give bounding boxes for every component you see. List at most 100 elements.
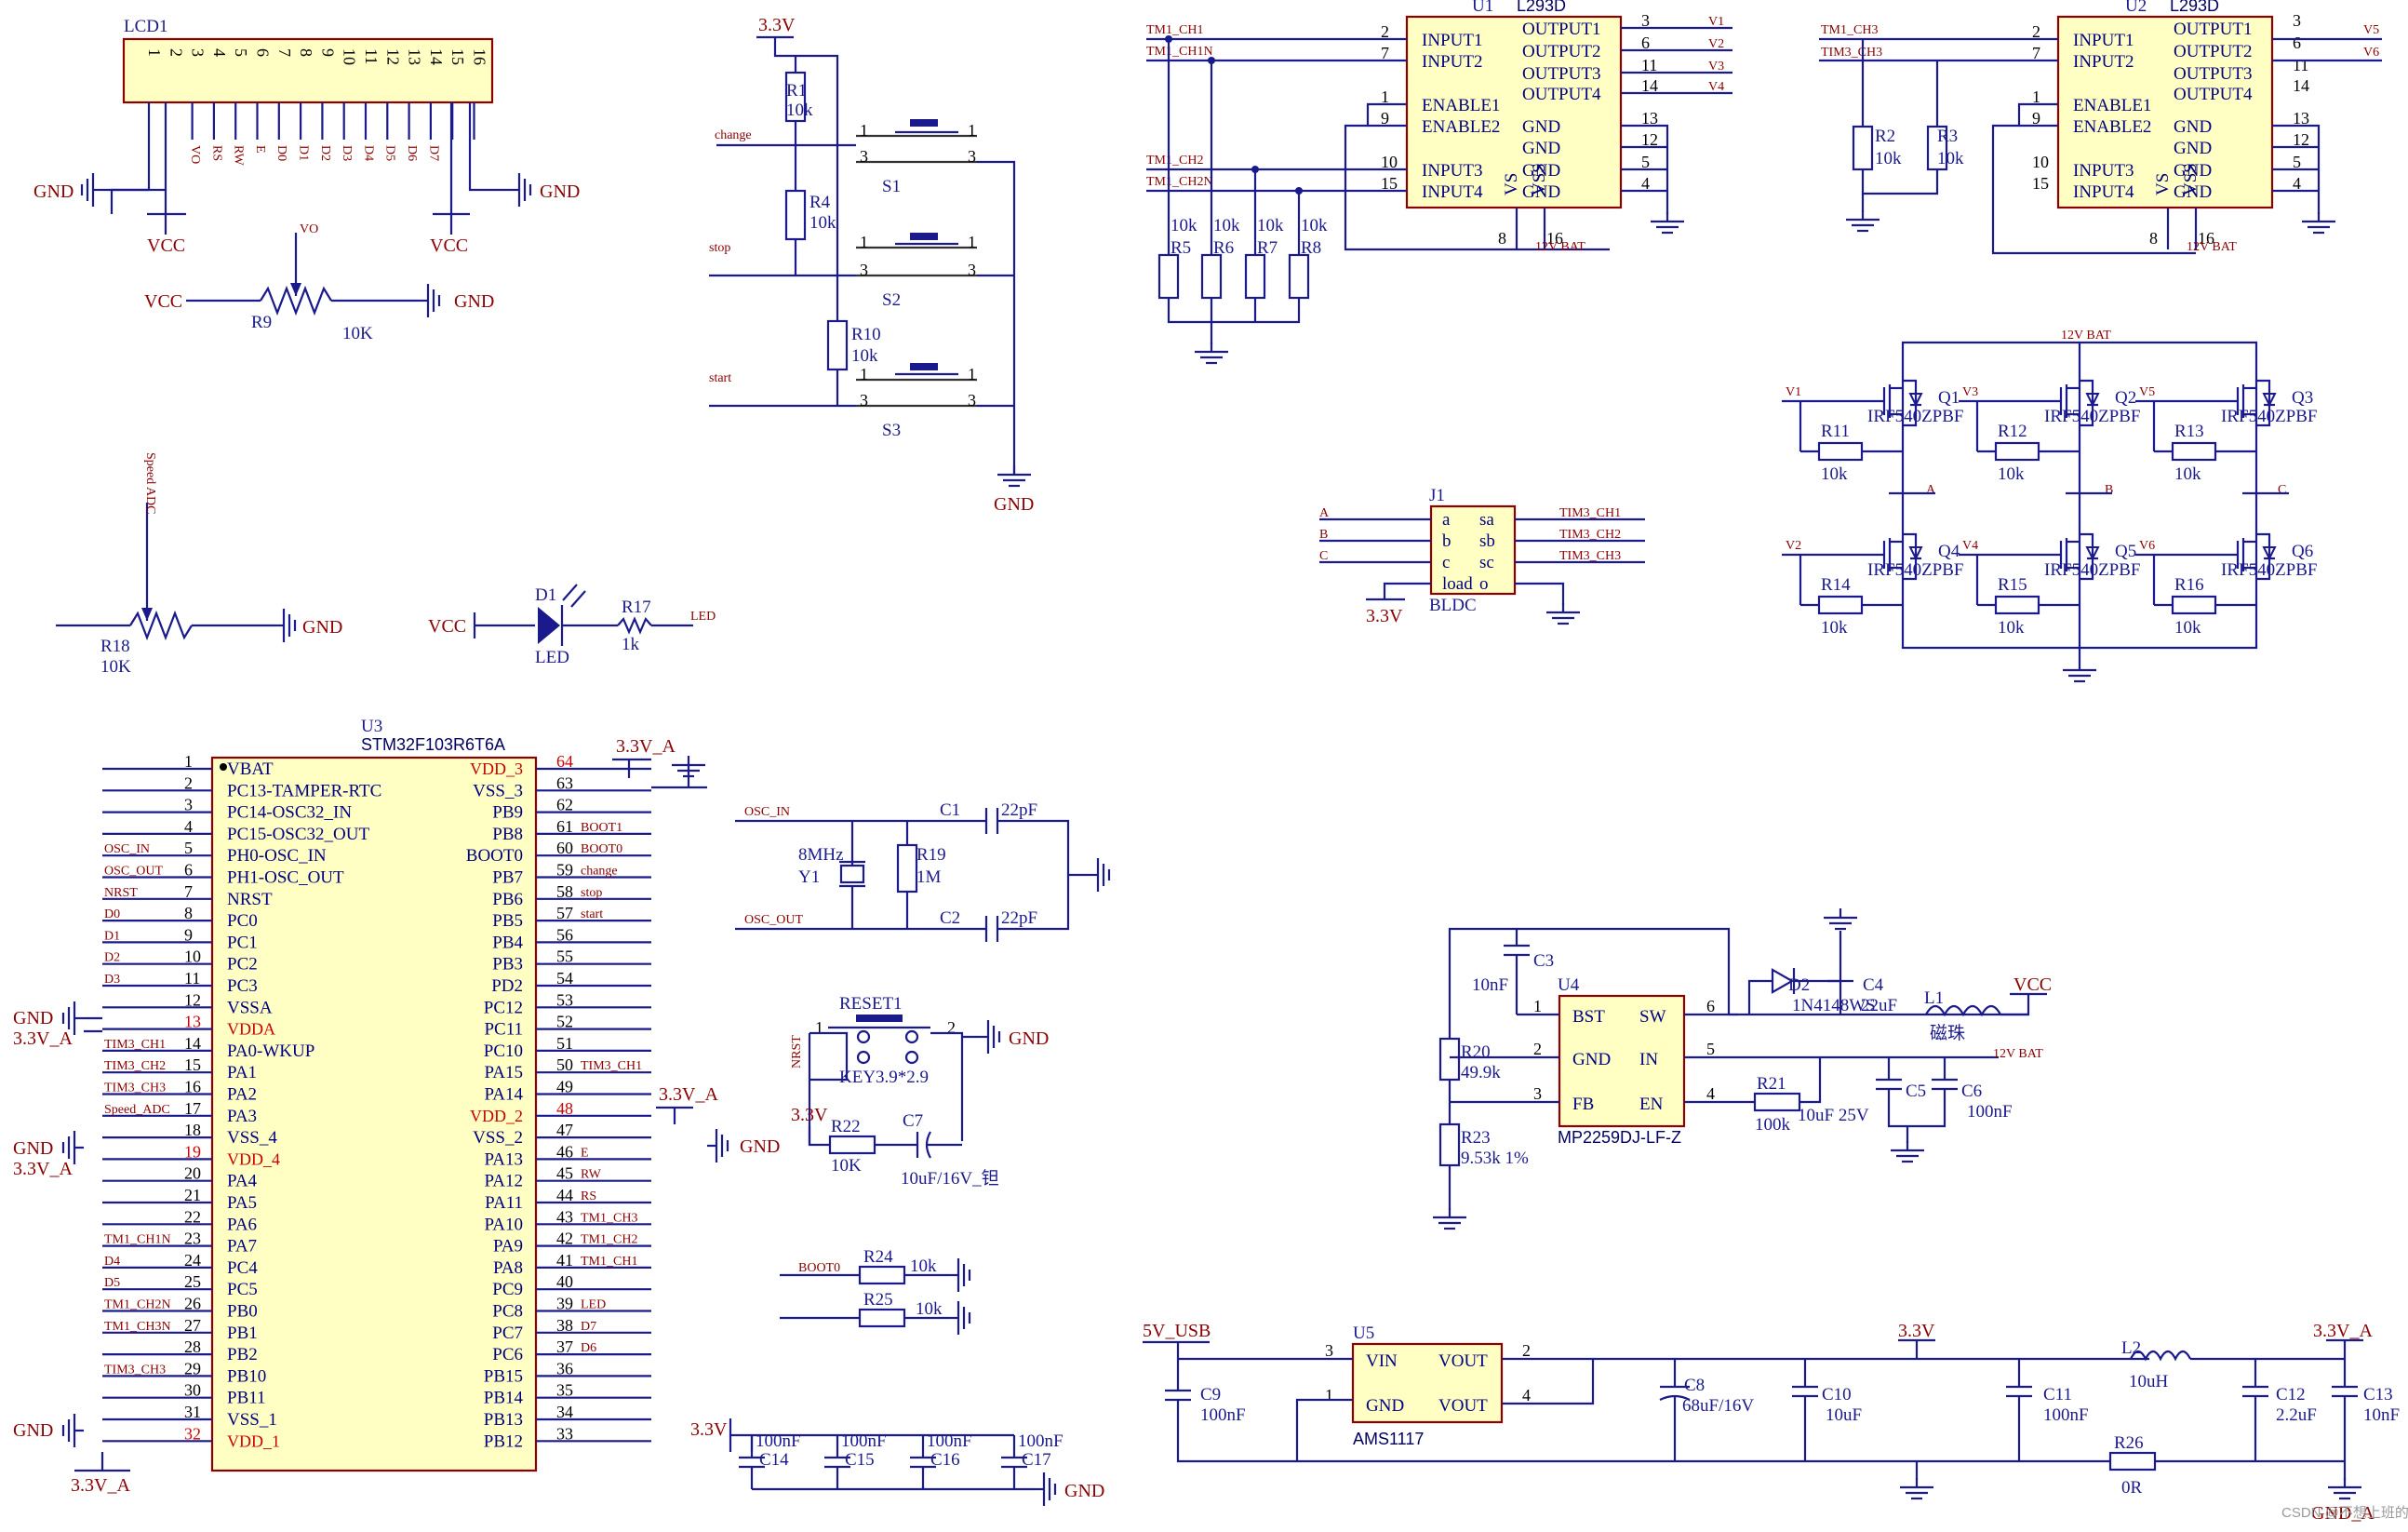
svg-text:37: 37 [556,1337,573,1356]
svg-text:5: 5 [1641,153,1650,171]
svg-text:3: 3 [1325,1341,1333,1360]
svg-text:13: 13 [1641,109,1658,128]
svg-text:13: 13 [2293,109,2309,128]
r17-val: 1k [622,635,640,654]
svg-text:63: 63 [556,773,573,792]
u2-ref: U2 [2125,0,2147,16]
u4-pin-gnd: GND [1572,1050,1611,1069]
svg-text:58: 58 [556,882,573,901]
svg-text:10k: 10k [1171,216,1197,235]
bridge-gate-4: V2 [1786,539,1801,553]
svg-text:53: 53 [556,990,573,1009]
u3-pin-64: VDD_3 [470,759,523,778]
lcd-pin-1: 1 [145,48,164,57]
svg-text:10k: 10k [2174,464,2201,484]
r3-ref: R3 [1937,127,1958,146]
svg-text:1: 1 [968,121,976,140]
svg-text:GND: GND [2174,161,2212,181]
svg-text:TM1_CH2: TM1_CH2 [581,1233,637,1247]
u5-usb: 5V_USB [1143,1321,1211,1341]
svg-text:1: 1 [1325,1386,1333,1404]
c3-val: 10nF [1472,975,1508,995]
svg-text:6: 6 [184,861,193,880]
u3-pin-17: PA3 [227,1107,257,1126]
u2-bat: 12V BAT [2187,240,2237,254]
svg-text:61: 61 [556,817,573,836]
svg-text:5: 5 [184,839,193,857]
svg-text:IRF540ZPBF: IRF540ZPBF [2221,560,2317,580]
u3-pin-8: PC0 [227,911,258,931]
svg-text:60: 60 [556,839,573,857]
svg-text:17: 17 [184,1099,201,1118]
svg-text:16: 16 [2198,229,2214,248]
u3-part: STM32F103R6T6A [361,735,505,754]
reset-ref: RESET1 [839,994,903,1014]
u3-pin-10: PC2 [227,955,258,974]
svg-text:D5: D5 [104,1276,120,1290]
u1-out-2: V2 [1708,37,1724,51]
u3-pin-46: PA13 [484,1149,523,1169]
svg-text:1: 1 [184,752,193,771]
svg-text:10k: 10k [1213,216,1240,235]
u1-l293d: U1 L293D INPUT12INPUT27ENABLE11ENABLE29I… [1146,0,1732,365]
svg-text:1: 1 [1533,997,1542,1015]
u3-pin-56: PB4 [492,933,523,952]
l1-ref: L1 [1924,988,1944,1008]
r21-ref: R21 [1757,1074,1786,1094]
svg-text:sa: sa [1479,510,1494,530]
u3-pin-3: PC14-OSC32_IN [227,803,352,823]
svg-text:10k: 10k [1998,464,2025,484]
u4-vcc: VCC [2013,974,2052,995]
svg-text:10: 10 [2032,153,2049,171]
svg-text:TM1_CH2N: TM1_CH2N [104,1298,171,1312]
r23-val: 9.53k 1% [1461,1149,1529,1168]
svg-text:OSC_OUT: OSC_OUT [104,865,163,879]
svg-text:14: 14 [184,1034,201,1053]
svg-text:sb: sb [1479,531,1495,551]
lcd1-ref: LCD1 [124,17,168,36]
lcd1-vcc-right: VCC [430,235,468,256]
svg-text:44: 44 [556,1186,573,1204]
u3-pin-62: PB9 [492,803,523,823]
svg-text:23: 23 [184,1230,201,1248]
bridge-q5: Q5 [2115,542,2136,561]
u3-pin-31: VSS_1 [227,1410,277,1430]
c12-val: 2.2uF [2276,1405,2317,1425]
u3-pin-45: PA12 [484,1172,523,1191]
u3-pin-14: PA0-WKUP [227,1041,314,1061]
led-vcc: VCC [428,616,466,637]
svg-text:D2: D2 [104,951,120,965]
u3-3v3a-64: 3.3V_A [616,736,676,757]
svg-text:OUTPUT2: OUTPUT2 [2174,42,2252,61]
lcd-pin-7: 7 [275,48,294,57]
r10-val: 10k [851,346,878,366]
u3-pin-58: PB6 [492,890,523,909]
svg-text:14: 14 [1641,76,1658,95]
svg-text:5: 5 [2293,153,2301,171]
osc-block: OSC_IN OSC_OUT C1 22pF C2 22pF 8MHz Y1 R… [735,800,1111,942]
svg-text:TM1_CH3: TM1_CH3 [581,1211,637,1225]
y1-ref: Y1 [798,867,820,887]
svg-text:50: 50 [556,1055,573,1074]
led-name: LED [535,648,569,667]
u3-gnd-47: GND [740,1136,780,1157]
u1-p16: 16 [1546,229,1563,248]
l2-val: 10uH [2129,1372,2169,1391]
svg-text:B: B [1319,528,1328,542]
u5-gnda: GND_A [2311,1503,2375,1524]
svg-text:11: 11 [184,969,200,988]
lcd-pin-8: 8 [297,48,315,57]
svg-text:3: 3 [2293,11,2301,30]
net-stop: stop [709,241,730,255]
svg-text:TM1_CH1: TM1_CH1 [581,1255,637,1269]
svg-text:4: 4 [1641,174,1650,193]
u1-pulldown-1: R5 [1171,238,1191,258]
svg-text:IRF540ZPBF: IRF540ZPBF [2044,560,2140,580]
c8-val: 68uF/16V [1682,1396,1754,1416]
r1-ref: R1 [786,81,807,101]
u3-pin-60: BOOT0 [466,846,523,866]
r18-val: 10K [100,657,131,677]
bridge-q3: Q3 [2292,388,2313,408]
svg-text:22: 22 [184,1207,201,1226]
